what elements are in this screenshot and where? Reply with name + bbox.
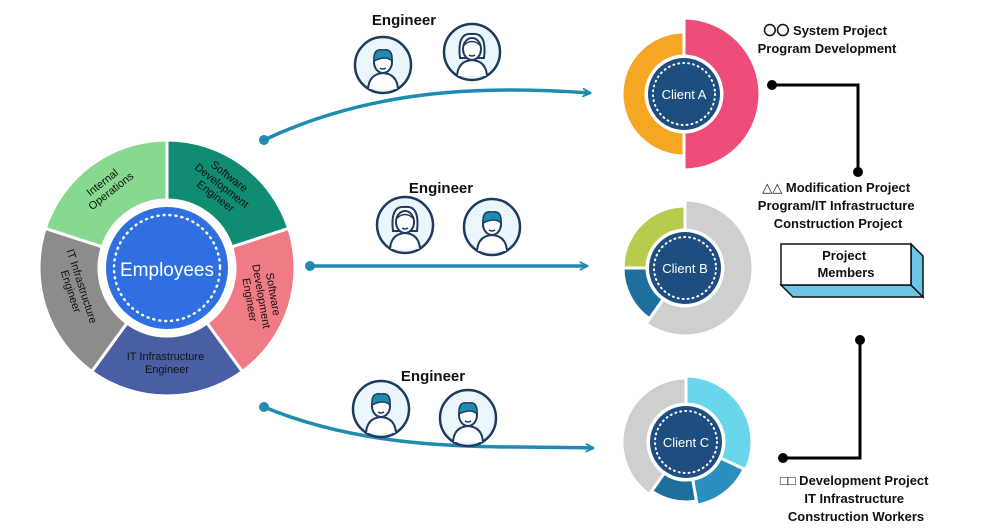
avatar-male-icon-c-hair bbox=[371, 392, 391, 407]
flow-label-engineer-b: Engineer bbox=[409, 180, 473, 197]
client-c: Client C bbox=[620, 374, 754, 507]
flow-arrow-c bbox=[263, 405, 593, 448]
connector-a bbox=[772, 83, 860, 172]
segment-label-it-infra-bottom: IT Infrastructure Engineer bbox=[127, 351, 208, 376]
project-members-box: Project Members bbox=[779, 242, 925, 299]
avatar-male-icon-b-mouth bbox=[488, 229, 496, 232]
flow-label-engineer-a: Engineer bbox=[372, 12, 436, 29]
avatar-male-icon-c bbox=[351, 379, 411, 439]
connector-c-dot-start bbox=[855, 335, 865, 345]
flow-arrow-b-start bbox=[305, 261, 315, 271]
avatar-male-icon-c-mouth bbox=[377, 411, 385, 414]
client-c-arc-0 bbox=[684, 374, 754, 472]
employees-center bbox=[106, 207, 228, 329]
avatar-male-icon-a bbox=[353, 35, 413, 95]
client-a-arc-0 bbox=[620, 30, 686, 158]
avatar-female-icon-b-bangs bbox=[395, 213, 415, 220]
avatar-male-icon-b bbox=[462, 197, 522, 257]
avatar-male-icon-c2-mouth bbox=[464, 420, 472, 423]
engineer-avatars bbox=[351, 22, 522, 448]
project-b-label: △△ Modification Project Program/IT Infra… bbox=[758, 180, 918, 231]
employees-label: Employees bbox=[120, 260, 214, 281]
avatar-female-icon-a-bangs bbox=[462, 40, 482, 47]
flow-arrow-c-start bbox=[259, 402, 269, 412]
client-c-dotted-ring bbox=[654, 410, 718, 474]
flow-label-engineer-c: Engineer bbox=[401, 368, 465, 385]
avatar-male-icon-b-hair bbox=[482, 210, 502, 225]
project-c-label: □□ Development Project IT Infrastructure… bbox=[780, 473, 932, 524]
client-b-dotted-ring bbox=[653, 236, 717, 300]
avatar-male-icon-c2 bbox=[438, 388, 498, 448]
avatar-female-icon-b bbox=[375, 195, 435, 255]
client-a-arc-1 bbox=[682, 16, 762, 172]
client-b-arc-1 bbox=[643, 198, 755, 338]
client-donuts: Client A Client B Client C bbox=[620, 16, 762, 507]
client-a-dotted-ring bbox=[652, 62, 716, 126]
connector-c-dot-end bbox=[778, 453, 788, 463]
connector-c bbox=[783, 340, 862, 460]
avatar-male-icon-a-hair bbox=[373, 48, 393, 63]
avatar-female-icon-b-face bbox=[395, 210, 415, 234]
client-b-arc-2 bbox=[621, 266, 666, 321]
client-b: Client B bbox=[621, 198, 755, 338]
client-c-center bbox=[650, 406, 722, 478]
avatar-female-icon-a-face bbox=[462, 37, 482, 61]
client-c-arc-1 bbox=[690, 456, 746, 507]
client-a-label: Client A bbox=[662, 87, 707, 102]
client-c-arc-3 bbox=[620, 376, 688, 497]
client-b-label: Client B bbox=[662, 261, 708, 276]
project-a-label: 〇〇 System Project Program Development bbox=[758, 23, 897, 56]
avatar-male-icon-a-mouth bbox=[379, 67, 387, 70]
avatar-female-icon-a-mouth bbox=[468, 54, 476, 57]
avatar-male-icon-c2-hair bbox=[458, 401, 478, 416]
project-members-box-bottom bbox=[779, 284, 925, 298]
employees-dotted-ring bbox=[112, 213, 222, 323]
client-a-center bbox=[648, 58, 720, 130]
flow-arrow-a bbox=[263, 90, 590, 142]
avatar-female-icon-a bbox=[442, 22, 502, 82]
client-c-label: Client C bbox=[663, 435, 709, 450]
client-b-center bbox=[649, 232, 721, 304]
client-a: Client A bbox=[620, 16, 762, 172]
project-members-box-front bbox=[780, 243, 912, 286]
connector-a-dot-start bbox=[767, 80, 777, 90]
flow-arrow-a-start bbox=[259, 135, 269, 145]
connector-a-dot-end bbox=[853, 167, 863, 177]
avatar-female-icon-b-mouth bbox=[401, 227, 409, 230]
project-members-label: Project Members bbox=[817, 248, 874, 280]
